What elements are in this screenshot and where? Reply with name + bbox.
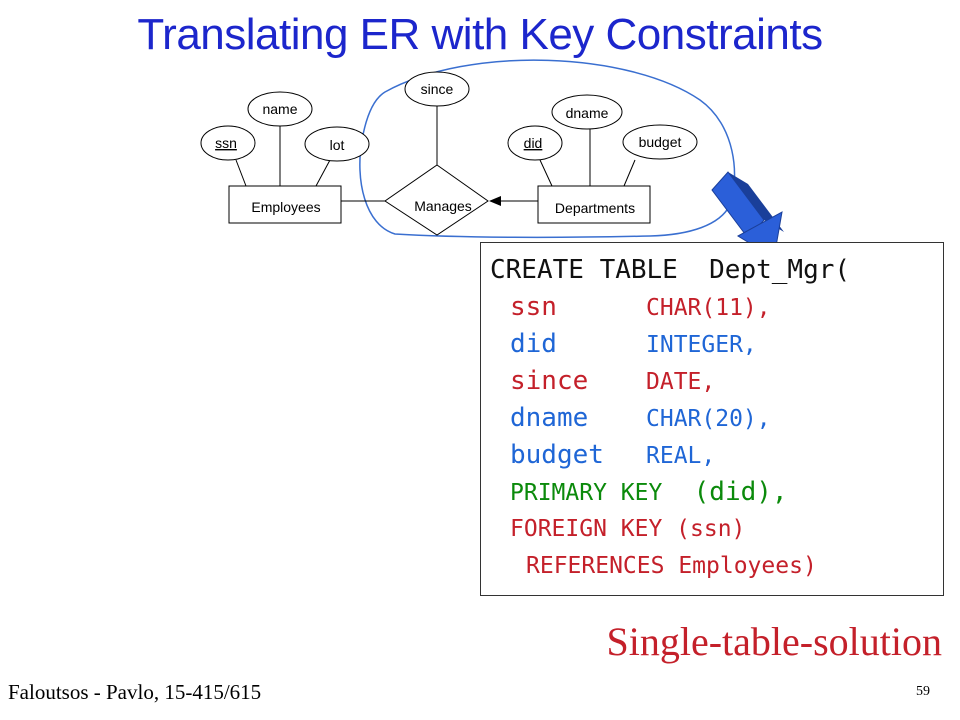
- highlight-outline: [359, 59, 736, 239]
- attr-budget-label: budget: [639, 134, 682, 150]
- slide-title: Translating ER with Key Constraints: [137, 10, 823, 59]
- sql-field-type: INTEGER,: [646, 332, 757, 358]
- sql-field-type: CHAR(20),: [646, 406, 771, 432]
- relationship-diamond: [384, 164, 489, 236]
- sql-field-row: did INTEGER,: [490, 326, 943, 363]
- sql-field-row: budget REAL,: [490, 437, 943, 474]
- sql-field-type: REAL,: [646, 443, 716, 469]
- sql-field-type: CHAR(11),: [646, 295, 771, 321]
- page-number: 59: [916, 684, 930, 699]
- attr-ssn-label: ssn: [215, 135, 237, 151]
- sql-code-box: CREATE TABLE Dept_Mgr(ssn CHAR(11), did INT…: [480, 242, 944, 596]
- attr-dname-ellipse: [551, 94, 623, 130]
- sql-field-name: did: [510, 329, 557, 359]
- sql-field-name: since: [510, 366, 589, 396]
- entity-departments-label: Departments: [555, 200, 635, 216]
- sql-primary-key: PRIMARY KEY: [510, 480, 663, 506]
- attr-since-ellipse: [404, 71, 470, 107]
- attr-budget-ellipse: [622, 124, 698, 160]
- attr-did-label: did: [524, 135, 543, 151]
- sql-field-row: ssn CHAR(11),: [490, 289, 943, 326]
- connector-lines: [235, 103, 636, 202]
- arrowhead-icon: [489, 196, 501, 206]
- attr-since-label: since: [421, 81, 454, 97]
- sql-field-row: since DATE,: [490, 363, 943, 400]
- sql-primary-key-cols: (did),: [693, 477, 788, 507]
- solution-caption: Single-table-solution: [606, 619, 942, 664]
- sql-references: REFERENCES Employees): [526, 553, 817, 579]
- sql-foreign-key: FOREIGN KEY (ssn): [510, 516, 746, 542]
- sql-field-type: DATE,: [646, 369, 716, 395]
- sql-field-name: dname: [510, 403, 589, 433]
- attr-lot-ellipse: [304, 126, 370, 162]
- sql-field-name: budget: [510, 440, 604, 470]
- sql-field-name: ssn: [510, 292, 557, 322]
- sql-field-row: dname CHAR(20),: [490, 400, 943, 437]
- attr-dname-label: dname: [566, 105, 609, 121]
- sql-primary-key-row: PRIMARY KEY (did),: [490, 474, 943, 511]
- attr-ssn-ellipse: [200, 125, 256, 161]
- entity-employees-label: Employees: [251, 199, 320, 215]
- attr-name-label: name: [262, 101, 297, 117]
- attr-name-ellipse: [247, 91, 313, 127]
- relationship-label: Manages: [414, 198, 472, 214]
- footer-text: Faloutsos - Pavlo, 15-415/615: [8, 680, 262, 704]
- sql-create-line: CREATE TABLE Dept_Mgr(: [490, 255, 851, 285]
- entity-employees-box: [228, 185, 342, 224]
- attr-lot-label: lot: [330, 137, 345, 153]
- attr-did-ellipse: [507, 125, 563, 161]
- entity-departments-box: [537, 185, 651, 224]
